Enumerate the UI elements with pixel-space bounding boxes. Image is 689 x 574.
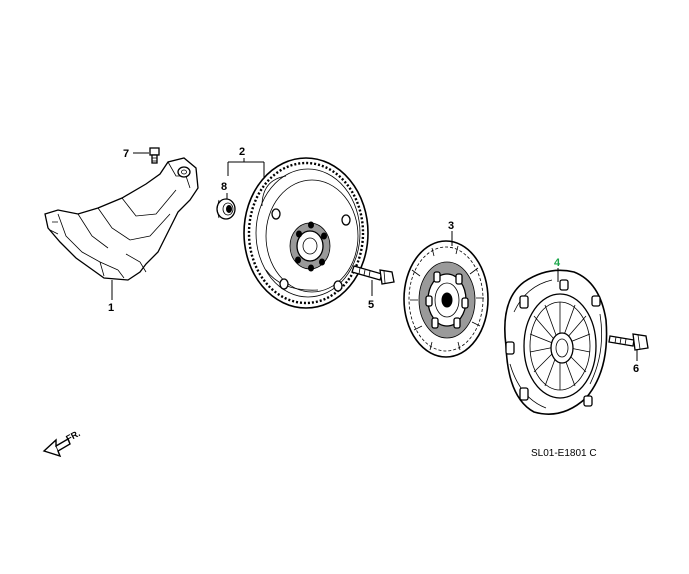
callout-2[interactable]: 2 (239, 146, 245, 158)
callout-6[interactable]: 6 (633, 363, 639, 375)
callout-7[interactable]: 7 (123, 148, 129, 160)
callout-5[interactable]: 5 (368, 299, 374, 311)
front-arrow-icon (42, 437, 71, 458)
part-4-pressure-plate[interactable] (504, 269, 608, 415)
callout-2-bracket (227, 158, 265, 186)
part-8-pilot-bearing[interactable] (216, 198, 236, 220)
part-3-clutch-disc[interactable] (403, 240, 489, 358)
part-1-housing-cover[interactable] (44, 157, 199, 281)
part-2-flywheel[interactable] (243, 157, 369, 309)
callout-4[interactable]: 4 (554, 257, 561, 269)
front-marker-label: FR. (64, 428, 81, 444)
callout-1[interactable]: 1 (108, 302, 114, 314)
part-6-pressure-plate-bolt[interactable] (608, 333, 649, 351)
part-5-flywheel-bolt[interactable] (351, 265, 395, 285)
callout-3[interactable]: 3 (448, 220, 454, 232)
part-7-cover-bolt[interactable] (149, 147, 160, 164)
diagram-code: SL01-E1801 C (531, 448, 597, 459)
callout-8[interactable]: 8 (221, 181, 227, 193)
